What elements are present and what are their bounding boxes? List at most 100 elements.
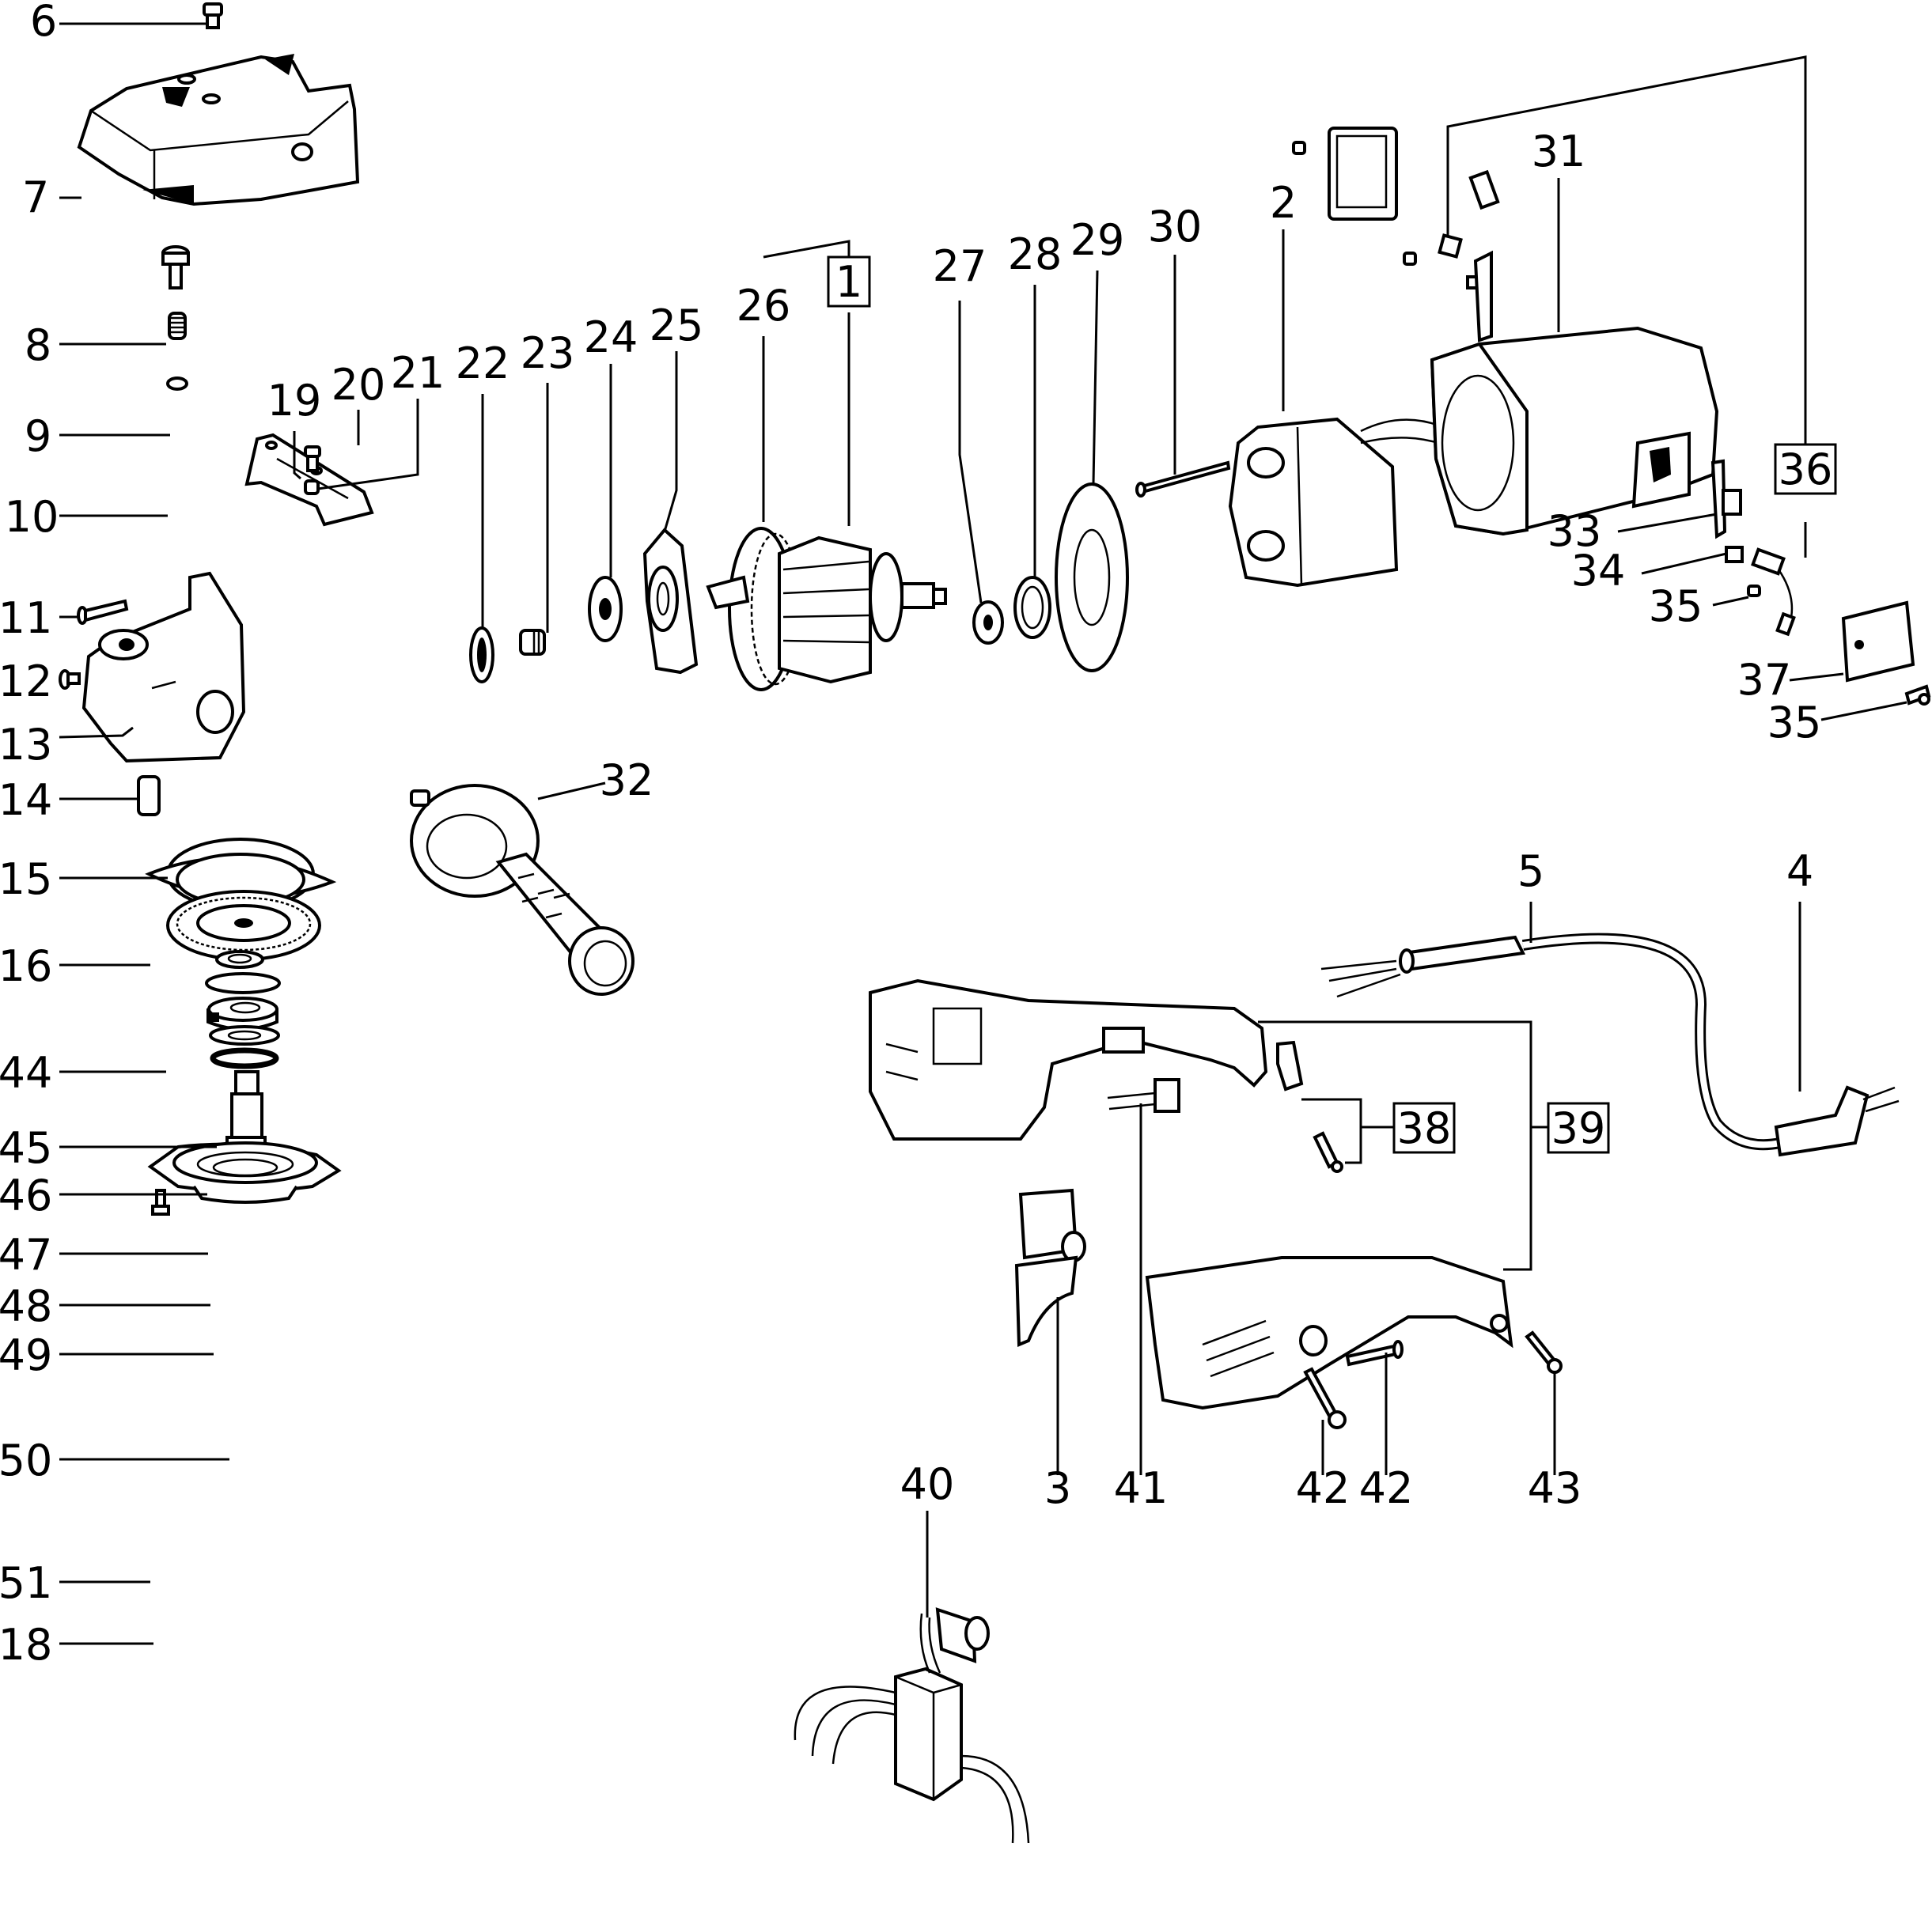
- callout-32: 32: [600, 755, 654, 805]
- part-27-ball-bearing: [972, 600, 1004, 645]
- callout-label-43: 43: [1528, 1463, 1582, 1513]
- callout-31: 31: [1532, 127, 1586, 176]
- callout-label-30: 30: [1148, 202, 1203, 252]
- callout-14: 14: [0, 775, 52, 825]
- part-1-armature: [778, 535, 947, 684]
- callout-label-32: 32: [600, 755, 654, 805]
- callout-label-37: 37: [1737, 655, 1792, 705]
- callout-label-29: 29: [1070, 215, 1125, 265]
- callout-label-41: 41: [1114, 1463, 1169, 1513]
- part-34-nut: [1725, 546, 1744, 563]
- callout-38: 38: [1392, 1102, 1456, 1154]
- callout-1: 1: [827, 255, 871, 308]
- leader-line-35b: [1820, 701, 1907, 721]
- callout-label-33: 33: [1547, 506, 1602, 556]
- part-6-screw: [203, 2, 223, 29]
- part-33-brush-holder: [1710, 459, 1742, 539]
- part-14-needle-bearing: [137, 775, 161, 816]
- leader-line-25: [663, 351, 678, 532]
- callout-box-36: [1774, 443, 1837, 495]
- leader-line-32: [537, 781, 606, 800]
- callout-3: 3: [1044, 1463, 1071, 1513]
- callout-label-3: 3: [1044, 1463, 1071, 1513]
- part-36-carbon-brush: [1751, 547, 1796, 637]
- callout-7: 7: [22, 172, 49, 222]
- part-48-washer: [209, 1025, 280, 1046]
- callout-label-46: 46: [0, 1171, 52, 1220]
- part-39-handle-shell-upper: [869, 978, 1268, 1141]
- callout-label-27: 27: [933, 241, 987, 291]
- callout-40: 40: [900, 1459, 955, 1509]
- part-42a-screw: [1303, 1367, 1347, 1429]
- callout-44: 44: [0, 1048, 52, 1098]
- callout-39: 39: [1547, 1102, 1610, 1154]
- callout-box-1: [827, 255, 871, 308]
- callout-label-28: 28: [1008, 229, 1063, 279]
- callout-label-51: 51: [0, 1558, 52, 1608]
- part-20-screw: [304, 445, 321, 472]
- part-35a-screw: [1747, 585, 1761, 597]
- callout-label-39: 39: [1551, 1103, 1606, 1153]
- part-8-spindle-lock-button: [161, 245, 190, 289]
- callout-label-45: 45: [0, 1123, 52, 1173]
- callout-16: 16: [0, 941, 52, 991]
- callout-label-34: 34: [1571, 546, 1626, 596]
- part-38-cable-clamp: [1276, 1040, 1343, 1173]
- part-24-ball-bearing: [588, 576, 623, 642]
- leader-line-27: [958, 301, 983, 604]
- part-30-screw: [1135, 460, 1231, 498]
- callout-label-21: 21: [391, 348, 445, 398]
- callout-label-48: 48: [0, 1281, 52, 1331]
- callout-2: 2: [1270, 178, 1297, 228]
- callout-label-42a: 42: [1296, 1463, 1351, 1513]
- callout-label-13: 13: [0, 720, 52, 770]
- callout-22: 22: [456, 339, 510, 388]
- callout-label-42b: 42: [1359, 1463, 1414, 1513]
- callout-45: 45: [0, 1123, 52, 1173]
- callout-8: 8: [25, 320, 51, 370]
- part-4-power-cord: [1521, 933, 1900, 1157]
- part-35b-screw: [1904, 684, 1931, 706]
- callout-label-18: 18: [0, 1620, 52, 1670]
- callout-4: 4: [1786, 846, 1813, 896]
- callout-19: 19: [267, 376, 322, 426]
- part-13-gear-housing: [81, 571, 246, 763]
- part-32-side-handle: [410, 784, 635, 996]
- callout-42a: 42: [1296, 1463, 1351, 1513]
- callout-18: 18: [0, 1620, 52, 1670]
- part-45-washer: [215, 950, 264, 969]
- callout-label-36: 36: [1779, 445, 1833, 494]
- part-44-bevel-gear: [166, 890, 321, 961]
- callout-label-26: 26: [737, 281, 791, 331]
- callout-34: 34: [1571, 546, 1626, 596]
- part-2-stator: [1228, 417, 1472, 588]
- callout-label-20: 20: [331, 360, 386, 410]
- callout-6: 6: [30, 0, 57, 46]
- parts-layer: [59, 2, 1931, 1844]
- callout-label-31: 31: [1532, 127, 1586, 176]
- callout-label-25: 25: [650, 301, 704, 350]
- callout-10: 10: [5, 492, 59, 542]
- callout-30: 30: [1148, 202, 1203, 252]
- part-29-air-guide-ring: [1055, 482, 1129, 672]
- leader-line-33: [1617, 513, 1718, 533]
- callout-47: 47: [0, 1230, 52, 1280]
- part-11-screw: [77, 599, 129, 625]
- callout-label-15: 15: [0, 854, 52, 904]
- callout-33: 33: [1547, 506, 1602, 556]
- leader-line-35a: [1712, 596, 1749, 607]
- callout-21: 21: [391, 348, 445, 398]
- callout-50: 50: [0, 1436, 52, 1485]
- callout-box-38: [1392, 1102, 1456, 1154]
- callout-label-23: 23: [521, 328, 575, 378]
- callout-label-14: 14: [0, 775, 52, 825]
- part-7-gear-housing-cover: [77, 54, 360, 206]
- callout-label-22: 22: [456, 339, 510, 388]
- part-40-electronics-module: [794, 1607, 1030, 1844]
- part-49-shaft-seal: [210, 1047, 279, 1069]
- callout-36: 36: [1774, 443, 1837, 495]
- callout-label-8: 8: [25, 320, 51, 370]
- callout-label-1: 1: [835, 257, 862, 307]
- callout-37: 37: [1737, 655, 1792, 705]
